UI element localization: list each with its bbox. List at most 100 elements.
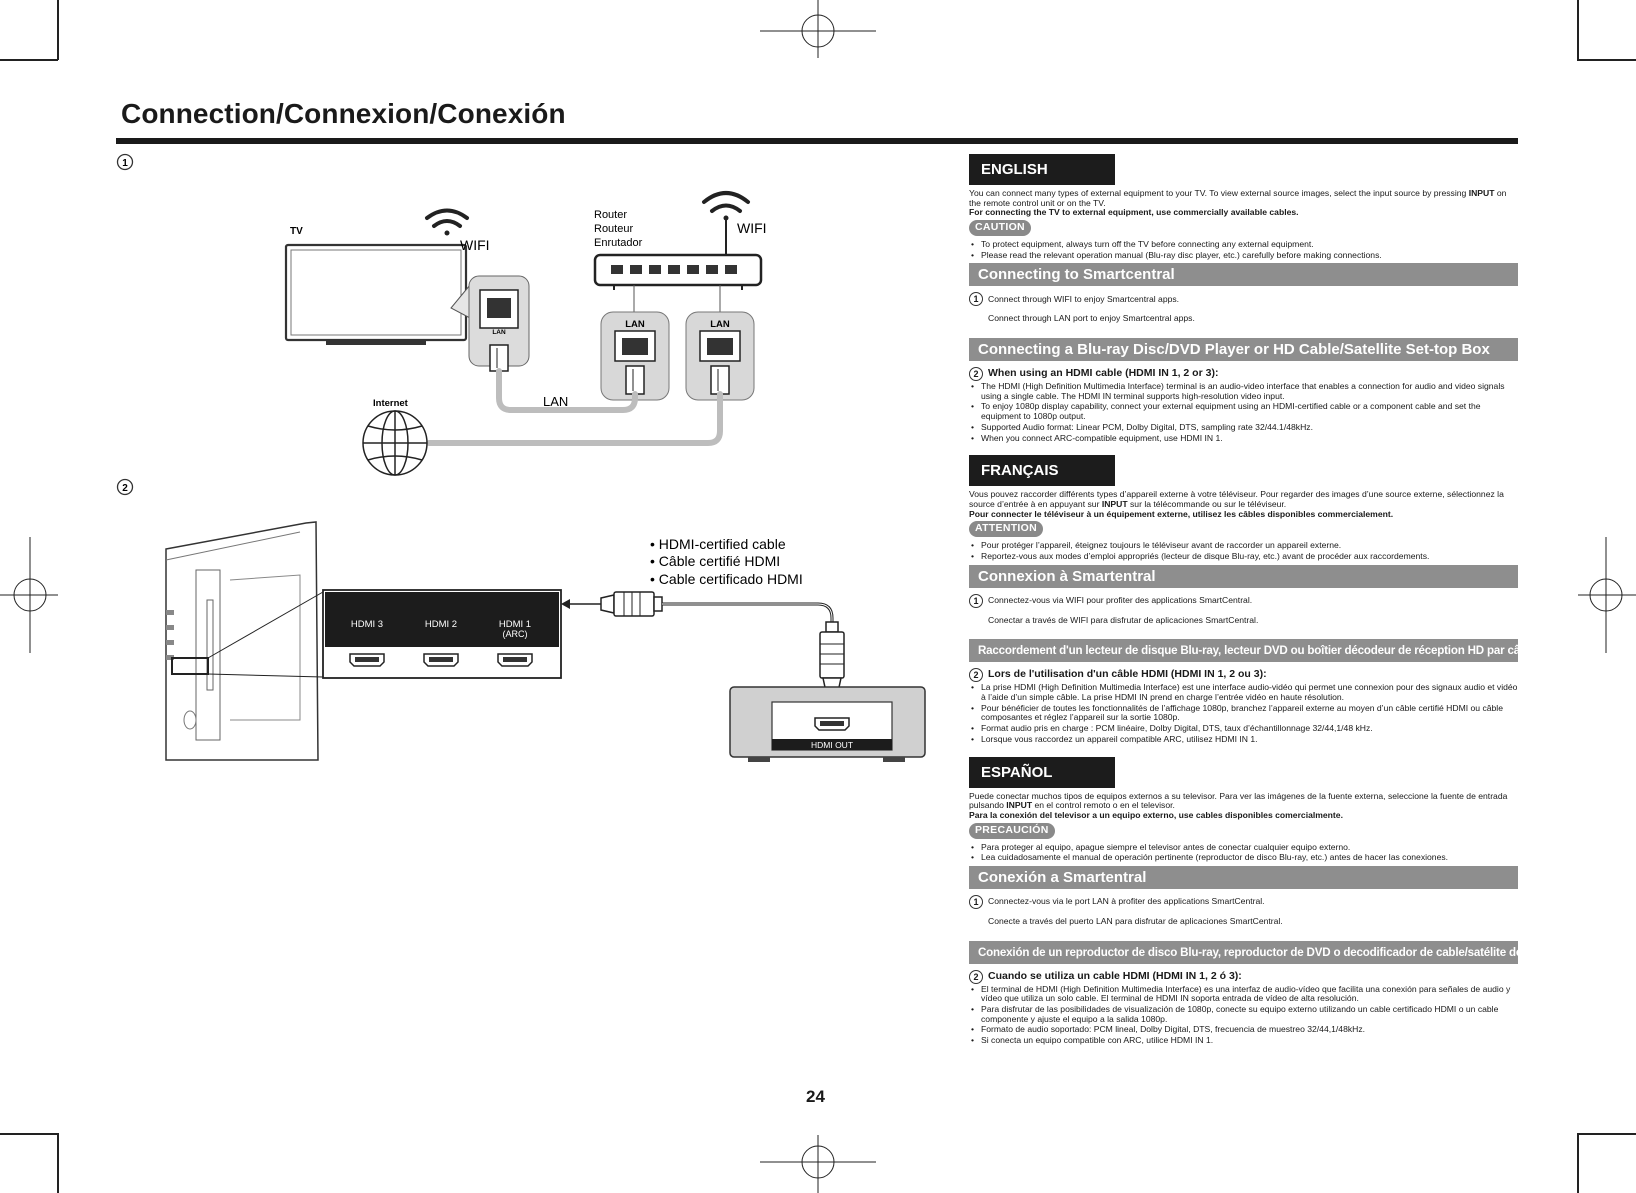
step-line: 1 Connectez-vous via WIFI pour profiter d… xyxy=(969,593,1518,608)
caution-list: To protect equipment, always turn off th… xyxy=(969,239,1518,261)
step-text: Connect through LAN port to enjoy Smartc… xyxy=(988,313,1195,324)
lan-cable-label: LAN xyxy=(543,394,568,409)
hdmi-cable-inner xyxy=(662,603,833,622)
internet-cable xyxy=(426,391,723,446)
caution-badge: PRECAUCIÓN xyxy=(969,822,1055,839)
caution-list: Para proteger al equipo, apague siempre … xyxy=(969,842,1518,863)
step-2-number: 2 xyxy=(122,483,128,494)
english-section: ENGLISH You can connect many types of ex… xyxy=(969,153,1518,443)
hdmi-notes-list: La prise HDMI (High Definition Multimedi… xyxy=(969,682,1518,745)
hdmi-notes-list: The HDMI (High Definition Multimedia Int… xyxy=(969,381,1518,444)
crop-mark xyxy=(57,0,59,60)
list-item: Formato de audio soportado: PCM lineal, … xyxy=(969,1025,1518,1035)
step-number: 1 xyxy=(969,894,983,909)
router-wifi-icon xyxy=(702,191,750,221)
list-item: Para proteger al equipo, apague siempre … xyxy=(969,842,1518,853)
crop-mark xyxy=(1577,0,1579,60)
hdmi-port-label: HDMI 3 xyxy=(351,619,383,630)
list-item: To protect equipment, always turn off th… xyxy=(969,239,1518,250)
set-top-box-icon: HDMI OUT xyxy=(729,686,926,762)
instructions-column: ENGLISH You can connect many types of ex… xyxy=(969,153,1518,1048)
language-heading-english: ENGLISH xyxy=(969,154,1115,185)
hdmi-port-icon xyxy=(423,653,459,667)
hdmi-port-label: HDMI 2 xyxy=(425,619,457,630)
step-line: 2 Lors de l'utilisation d'un câble HDMI (… xyxy=(969,668,1518,683)
hdmi-port-icon xyxy=(497,653,533,667)
step-heading: Cuando se utiliza un cable HDMI (HDMI IN… xyxy=(988,969,1242,982)
intro-bold-text: For connecting the TV to external equipm… xyxy=(969,207,1299,218)
list-item: When you connect ARC-compatible equipmen… xyxy=(969,433,1518,444)
hdmi-label-strip xyxy=(325,592,559,647)
step-number: 1 xyxy=(969,593,983,608)
list-item: El terminal de HDMI (High Definition Mul… xyxy=(969,984,1518,1004)
list-item: Pour bénéficier de toutes les fonctionna… xyxy=(969,703,1518,723)
crop-mark xyxy=(1577,59,1636,61)
hdmi-cable xyxy=(662,602,834,622)
tv-lan-port: LAN xyxy=(479,289,519,336)
arrow-head xyxy=(561,599,570,609)
step-text: Connectez-vous via WIFI pour profiter de… xyxy=(988,594,1253,605)
intro-bold-text: Para la conexión del televisor a un equi… xyxy=(969,810,1343,820)
section-heading-bluray: Conexión de un reproductor de disco Blu-… xyxy=(969,940,1518,964)
french-section: FRANÇAIS Vous pouvez raccorder différent… xyxy=(969,454,1518,744)
step-1-marker xyxy=(116,153,134,171)
spanish-section: ESPAÑOL Puede conectar muchos tipos de e… xyxy=(969,756,1518,1046)
step-line: 2 Cuando se utiliza un cable HDMI (HDMI I… xyxy=(969,969,1518,984)
page-title: Connection/Connexion/Conexión xyxy=(121,98,566,129)
caution-list: Pour protéger l’appareil, éteignez toujo… xyxy=(969,541,1518,562)
list-item: La prise HDMI (High Definition Multimedi… xyxy=(969,682,1518,702)
step-text: Connectez-vous via le port LAN à profite… xyxy=(988,896,1265,907)
internet-label: Internet xyxy=(373,398,409,409)
router-lan-port-1: LAN xyxy=(614,319,656,395)
step-number: 2 xyxy=(969,969,983,984)
crop-mark xyxy=(57,1133,59,1193)
svg-text:LAN: LAN xyxy=(625,319,645,330)
intro-text: You can connect many types of external e… xyxy=(969,188,1507,208)
tv-icon xyxy=(284,243,468,345)
registration-mark-bottom xyxy=(760,1135,876,1193)
step-heading: Lors de l'utilisation d'un câble HDMI (H… xyxy=(988,668,1267,681)
step-number: 2 xyxy=(969,367,983,382)
list-item: Pour protéger l’appareil, éteignez toujo… xyxy=(969,541,1518,551)
tv-rear-panel xyxy=(165,521,319,761)
section-heading-smartcentral: Connecting to Smartcentral xyxy=(969,263,1518,287)
step-line: 1 Connectez-vous via le port LAN à profit… xyxy=(969,894,1518,909)
tv-wifi-label: WIFI xyxy=(460,237,490,253)
step-text: Conecte a través del puerto LAN para dis… xyxy=(988,915,1283,926)
svg-text:LAN: LAN xyxy=(710,319,730,330)
list-item: Format audio pris en charge : PCM linéai… xyxy=(969,723,1518,734)
language-heading-french: FRANÇAIS xyxy=(969,455,1115,487)
list-item: Please read the relevant operation manua… xyxy=(969,250,1518,261)
hdmi-port-icon xyxy=(349,653,385,667)
step-number: 2 xyxy=(969,668,983,683)
section-heading-smartcentral: Connexion à Smartentral xyxy=(969,564,1518,588)
step-text: Connect through WIFI to enjoy Smartcentr… xyxy=(988,293,1180,304)
list-item: Supported Audio format: Linear PCM, Dolb… xyxy=(969,422,1518,433)
hdmi-port-sublabel: (ARC) xyxy=(503,629,528,639)
tv-lan-plug xyxy=(489,344,509,372)
language-heading-spanish: ESPAÑOL xyxy=(969,756,1115,788)
list-item: To enjoy 1080p display capability, conne… xyxy=(969,402,1518,422)
router-lan-port-2: LAN xyxy=(699,319,741,395)
crop-mark xyxy=(0,59,58,61)
list-item: Si conecta un equipo compatible con ARC,… xyxy=(969,1035,1518,1046)
title-rule xyxy=(116,138,1518,144)
intro-text: Puede conectar muchos tipos de equipos e… xyxy=(969,790,1508,811)
registration-mark-left xyxy=(0,537,58,653)
list-item: Para disfrutar de las posibilidades de v… xyxy=(969,1004,1518,1024)
section-heading-bluray: Raccordement d'un lecteur de disque Blu-… xyxy=(969,639,1518,663)
list-item: Reportez-vous aux modes d’emploi appropr… xyxy=(969,551,1518,562)
intro-bold-text: Pour connecter le téléviseur à un équipe… xyxy=(969,508,1394,519)
router-label: Router Routeur Enrutador xyxy=(594,209,643,249)
step-2-marker xyxy=(116,478,134,496)
step-1-number: 1 xyxy=(122,158,128,169)
cable-note: • HDMI-certified cable • Câble certifié … xyxy=(650,536,803,587)
globe-icon xyxy=(362,410,428,476)
list-item: Lorsque vous raccordez un appareil compa… xyxy=(969,734,1518,745)
section-heading-smartcentral: Conexión a Smartentral xyxy=(969,865,1518,889)
caution-badge: ATTENTION xyxy=(969,521,1043,538)
caution-badge: CAUTION xyxy=(969,220,1031,236)
crop-mark xyxy=(0,1133,58,1135)
